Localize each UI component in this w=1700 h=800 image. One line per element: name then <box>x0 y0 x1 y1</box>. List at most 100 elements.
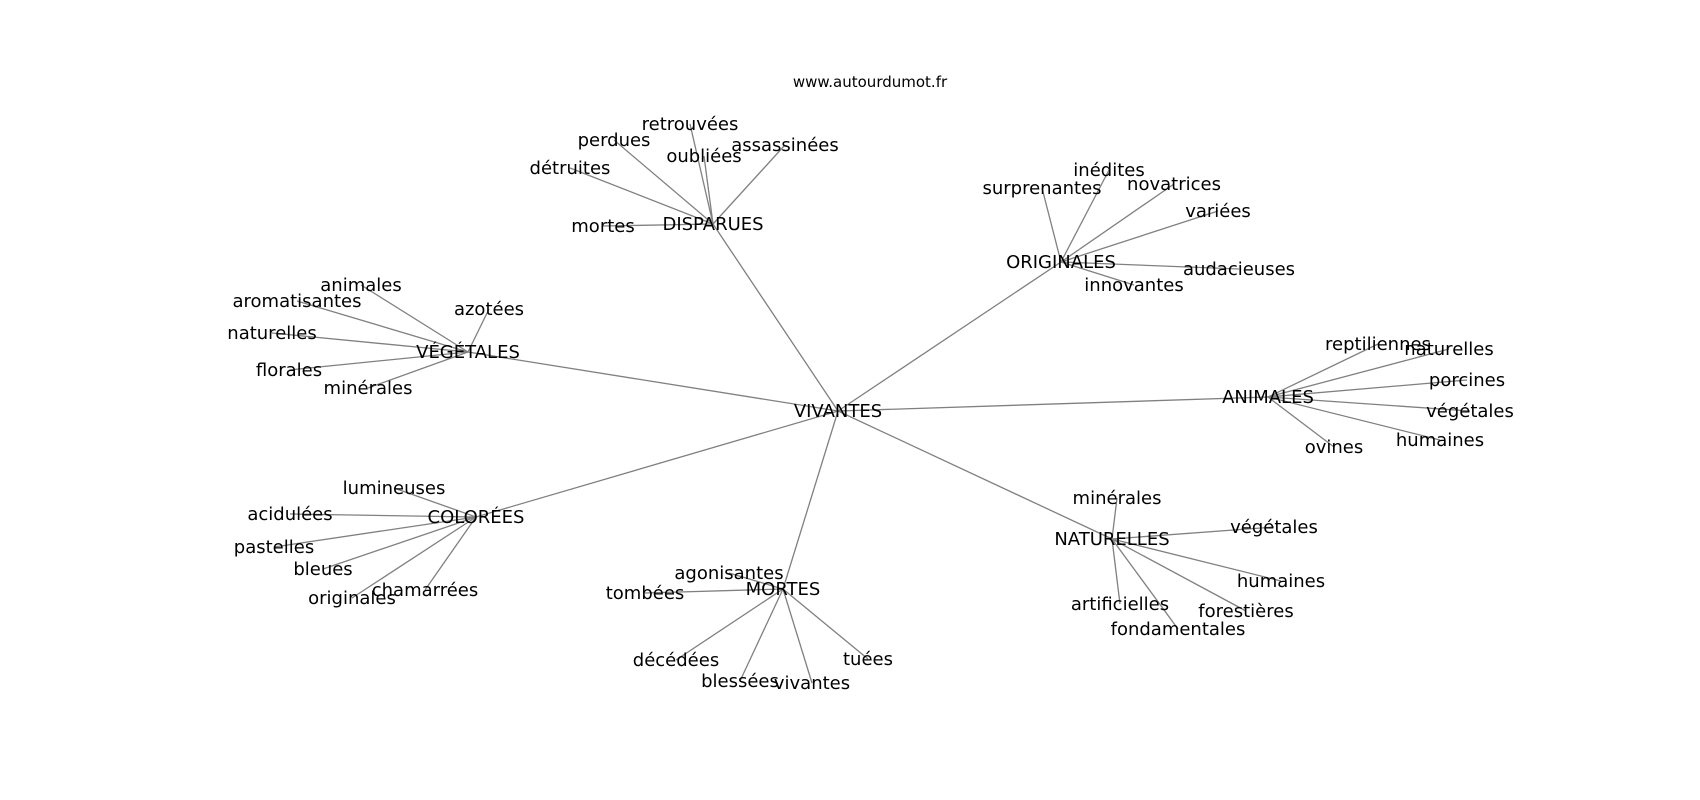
node-branch-originales: ORIGINALES <box>1006 252 1116 273</box>
node-leaf: naturelles <box>227 323 316 344</box>
edge-mortes-leaf <box>782 588 813 684</box>
edge-animales-leaf <box>1267 396 1335 448</box>
node-branch-mortes: MORTES <box>746 579 821 600</box>
edge-center-vegetales <box>467 351 839 412</box>
node-branch-disparues: DISPARUES <box>662 214 763 235</box>
node-leaf: retrouvées <box>642 114 739 135</box>
edge-originales-leaf <box>1060 183 1175 263</box>
edge-disparues-leaf <box>569 167 714 225</box>
edge-originales-leaf <box>1060 261 1135 286</box>
node-leaf: vivantes <box>774 673 850 694</box>
edge-naturelles-leaf <box>1111 538 1121 605</box>
edge-colorees-leaf <box>289 513 477 518</box>
edge-originales-leaf <box>1060 210 1219 263</box>
node-leaf: azotées <box>454 299 524 320</box>
node-leaf: assassinées <box>731 135 839 156</box>
node-leaf: florales <box>256 360 322 381</box>
node-leaf: artificielles <box>1071 594 1169 615</box>
edge-vegetales-leaf <box>296 300 469 353</box>
node-leaf: porcines <box>1429 370 1505 391</box>
node-leaf: minérales <box>324 378 413 399</box>
node-leaf: novatrices <box>1127 174 1221 195</box>
edge-center-disparues <box>712 223 839 412</box>
edge-animales-leaf <box>1267 379 1468 398</box>
edge-disparues-leaf <box>613 139 714 225</box>
edge-animales-leaf <box>1267 396 1471 412</box>
node-leaf: aromatisantes <box>233 291 362 312</box>
edge-center-naturelles <box>837 410 1113 540</box>
edge-center-originales <box>837 261 1062 412</box>
edge-mortes-leaf <box>675 588 784 661</box>
edge-center-mortes <box>782 410 839 590</box>
node-leaf: tuées <box>843 649 893 670</box>
node-leaf: surprenantes <box>982 178 1101 199</box>
edge-mortes-leaf <box>644 588 784 594</box>
node-leaf: végétales <box>1426 401 1514 422</box>
node-leaf: agonisantes <box>674 563 783 584</box>
node-branch-animales: ANIMALES <box>1222 387 1314 408</box>
edge-disparues-leaf <box>703 155 714 225</box>
edge-vegetales-leaf <box>360 284 469 353</box>
edge-naturelles-leaf <box>1111 526 1275 540</box>
edge-mortes-leaf <box>728 572 784 590</box>
edge-animales-leaf <box>1267 396 1441 441</box>
node-branch-vegetales: VÉGÉTALES <box>416 341 520 363</box>
node-leaf: ovines <box>1305 437 1364 458</box>
edge-colorees-leaf <box>424 516 477 591</box>
node-leaf: originales <box>308 588 396 609</box>
edge-colorees-leaf <box>322 516 477 570</box>
node-leaf: variées <box>1185 201 1251 222</box>
node-leaf: oubliées <box>666 146 741 167</box>
node-leaf: tombées <box>606 583 685 604</box>
node-branch-colorees: COLORÉES <box>428 506 525 528</box>
edge-vegetales-leaf <box>271 332 469 353</box>
edge-originales-leaf <box>1060 169 1110 263</box>
node-leaf: forestières <box>1198 601 1293 622</box>
node-leaf: mortes <box>571 216 634 237</box>
node-leaf: chamarrées <box>372 580 479 601</box>
edge-mortes-leaf <box>782 588 869 660</box>
node-leaf: reptiliennes <box>1325 334 1431 355</box>
edge-naturelles-leaf <box>1111 538 1282 582</box>
edge-vegetales-leaf <box>467 308 490 353</box>
edge-disparues-leaf <box>689 123 714 225</box>
node-leaf: détruites <box>530 158 611 179</box>
node-leaf: perdues <box>578 130 651 151</box>
edge-disparues-leaf <box>712 144 786 225</box>
node-leaf: lumineuses <box>343 478 446 499</box>
node-leaf: audacieuses <box>1183 259 1295 280</box>
node-leaf: blessées <box>701 671 779 692</box>
node-leaf: bleues <box>293 559 352 580</box>
node-leaf: humaines <box>1237 571 1325 592</box>
edge-naturelles-leaf <box>1111 497 1118 540</box>
edge-disparues-leaf <box>602 223 714 227</box>
node-leaf: minérales <box>1073 488 1162 509</box>
edge-layer <box>271 123 1471 684</box>
node-branch-naturelles: NATURELLES <box>1054 529 1169 550</box>
node-leaf: humaines <box>1396 430 1484 451</box>
edge-center-animales <box>837 396 1269 412</box>
edge-colorees-leaf <box>351 516 477 599</box>
node-leaf: inédites <box>1073 160 1144 181</box>
node-leaf: acidulées <box>247 504 332 525</box>
edge-animales-leaf <box>1267 348 1450 398</box>
node-leaf: naturelles <box>1404 339 1493 360</box>
edge-center-colorees <box>475 410 839 518</box>
edge-mortes-leaf <box>739 588 784 682</box>
node-center: VIVANTES <box>794 401 882 422</box>
edge-vegetales-leaf <box>288 351 469 371</box>
edge-naturelles-leaf <box>1111 538 1179 630</box>
edge-colorees-leaf <box>273 516 477 548</box>
edge-vegetales-leaf <box>367 351 469 389</box>
edge-originales-leaf <box>1041 187 1062 263</box>
node-leaf: fondamentales <box>1111 619 1246 640</box>
node-leaf: innovantes <box>1084 275 1183 296</box>
edge-naturelles-leaf <box>1111 538 1247 612</box>
edge-animales-leaf <box>1267 343 1379 398</box>
edge-originales-leaf <box>1060 261 1240 270</box>
node-leaf: pastelles <box>234 537 314 558</box>
source-url: www.autourdumot.fr <box>793 73 948 91</box>
edge-colorees-leaf <box>393 487 477 518</box>
